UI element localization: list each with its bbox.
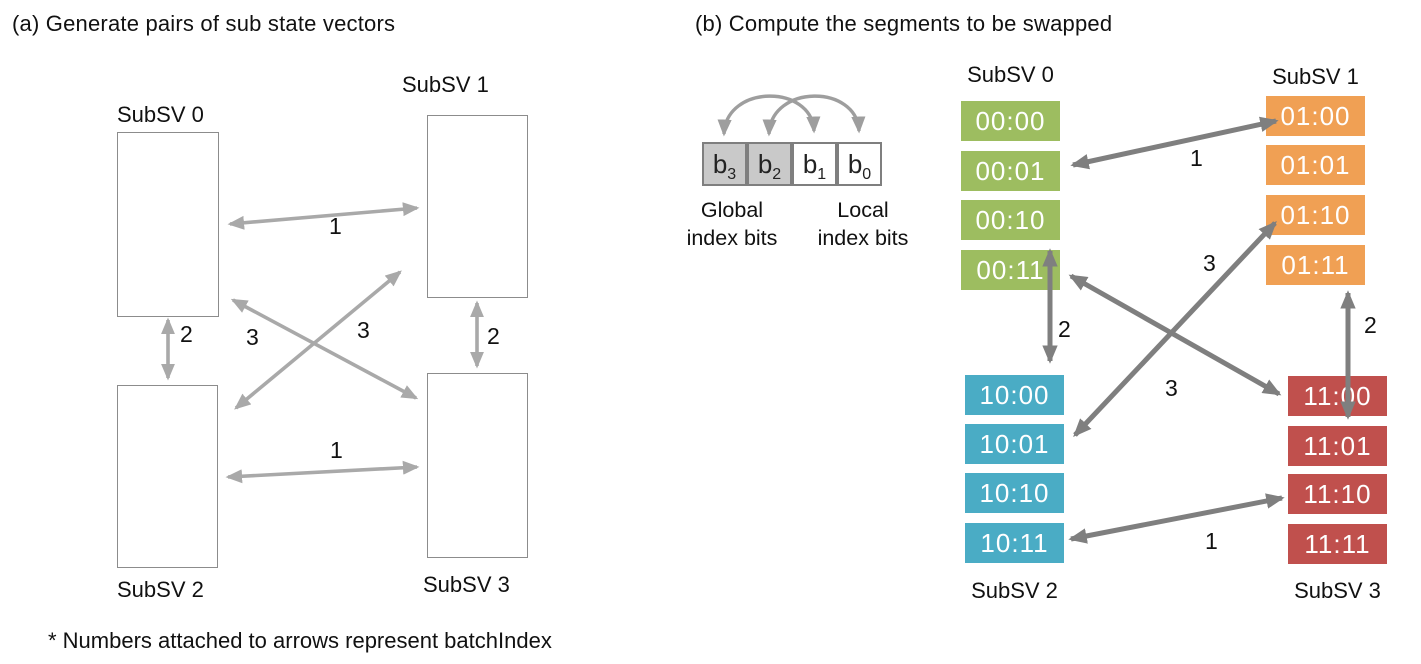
bit-b1-sub: 1 bbox=[817, 166, 827, 184]
arrow-a-batch3-0-3 bbox=[230, 298, 419, 400]
global-label-line1: Global bbox=[700, 198, 764, 222]
panel-a-subsv3-box bbox=[427, 373, 528, 558]
segment-11-01: 11:01 bbox=[1288, 426, 1387, 466]
bit-b0-base: b bbox=[847, 149, 863, 179]
arrow-a-batch1-bottom bbox=[225, 460, 420, 484]
panel-b-subsv3-label: SubSV 3 bbox=[1294, 578, 1381, 603]
panel-a-subsv1-box bbox=[427, 115, 528, 298]
bit-b1-base: b bbox=[802, 149, 818, 179]
panel-a-subsv2-box bbox=[117, 385, 218, 568]
segment-01-10: 01:10 bbox=[1266, 195, 1365, 235]
arrow-a-batch1-top bbox=[227, 202, 420, 230]
panel-a-subsv0-label: SubSV 0 bbox=[117, 102, 204, 127]
bit-b2-base: b bbox=[757, 149, 773, 179]
segment-01-11: 01:11 bbox=[1266, 245, 1365, 285]
segment-10-11: 10:11 bbox=[965, 523, 1064, 563]
arrow-b-batch1-bottom bbox=[1068, 493, 1285, 544]
bit-cell-b3: b3 bbox=[702, 142, 747, 186]
footnote: * Numbers attached to arrows represent b… bbox=[48, 628, 552, 653]
bit-swap-arc-b2-b0 bbox=[762, 94, 866, 137]
segment-10-10: 10:10 bbox=[965, 473, 1064, 513]
global-label-line2: index bits bbox=[686, 226, 778, 250]
segment-11-00: 11:00 bbox=[1288, 376, 1387, 416]
arrow-b-batch1-top bbox=[1070, 116, 1279, 170]
bit-cell-b1: b1 bbox=[792, 142, 837, 186]
bit-b3-sub: 3 bbox=[727, 166, 737, 184]
local-label-line1: Local bbox=[837, 198, 889, 222]
panel-a-title: (a) Generate pairs of sub state vectors bbox=[12, 11, 396, 36]
segment-11-11: 11:11 bbox=[1288, 524, 1387, 564]
batch-label-a-2-right: 2 bbox=[487, 323, 500, 349]
segment-01-01: 01:01 bbox=[1266, 145, 1365, 185]
panel-a-subsv0-box bbox=[117, 132, 219, 317]
segment-01-00: 01:00 bbox=[1266, 96, 1365, 136]
batch-label-b-2-right: 2 bbox=[1364, 312, 1377, 338]
bit-b0-sub: 0 bbox=[862, 166, 872, 184]
segment-10-00: 10:00 bbox=[965, 375, 1064, 415]
local-label-line2: index bits bbox=[817, 226, 909, 250]
bit-cell-b2: b2 bbox=[747, 142, 792, 186]
panel-b-subsv1-label: SubSV 1 bbox=[1272, 64, 1359, 89]
bit-cell-b0: b0 bbox=[837, 142, 882, 186]
batch-label-b-2-left: 2 bbox=[1058, 316, 1071, 342]
bit-b3-base: b bbox=[712, 149, 728, 179]
batch-label-a-1-bottom: 1 bbox=[330, 437, 343, 463]
panel-b-subsv0-label: SubSV 0 bbox=[967, 62, 1054, 87]
segment-00-01: 00:01 bbox=[961, 151, 1060, 191]
segment-11-10: 11:10 bbox=[1288, 474, 1387, 514]
arrow-a-batch3-1-2 bbox=[234, 270, 402, 410]
segment-00-00: 00:00 bbox=[961, 101, 1060, 141]
local-index-bits-label: Local index bits bbox=[800, 196, 926, 252]
panel-a-subsv2-label: SubSV 2 bbox=[117, 577, 204, 602]
panel-b-title: (b) Compute the segments to be swapped bbox=[695, 11, 1113, 36]
arrow-b-batch3-0011-1100 bbox=[1068, 273, 1282, 397]
segment-10-01: 10:01 bbox=[965, 424, 1064, 464]
arrow-b-batch3-1001-0110 bbox=[1073, 220, 1277, 438]
global-index-bits-label: Global index bits bbox=[668, 196, 796, 252]
bit-b2-sub: 2 bbox=[772, 166, 782, 184]
segment-00-10: 00:10 bbox=[961, 200, 1060, 240]
panel-b-subsv2-label: SubSV 2 bbox=[971, 578, 1058, 603]
batch-label-a-2-left: 2 bbox=[180, 321, 193, 347]
panel-a-subsv1-label: SubSV 1 bbox=[402, 72, 489, 97]
panel-a-subsv3-label: SubSV 3 bbox=[423, 572, 510, 597]
